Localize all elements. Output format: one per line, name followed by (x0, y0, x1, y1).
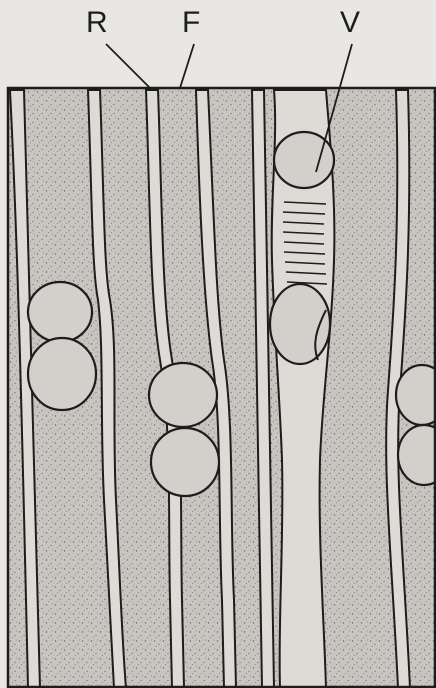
leader-r (106, 44, 150, 88)
cell-mid-lower (151, 428, 219, 496)
cell-left-upper (28, 282, 92, 342)
label-f: F (182, 8, 200, 38)
label-r: R (86, 8, 108, 38)
cell-left-lower (28, 338, 96, 410)
vessel-cell-lower (270, 284, 330, 364)
leader-f (180, 44, 194, 88)
label-v: V (340, 8, 360, 38)
cell-mid-upper (149, 363, 217, 427)
